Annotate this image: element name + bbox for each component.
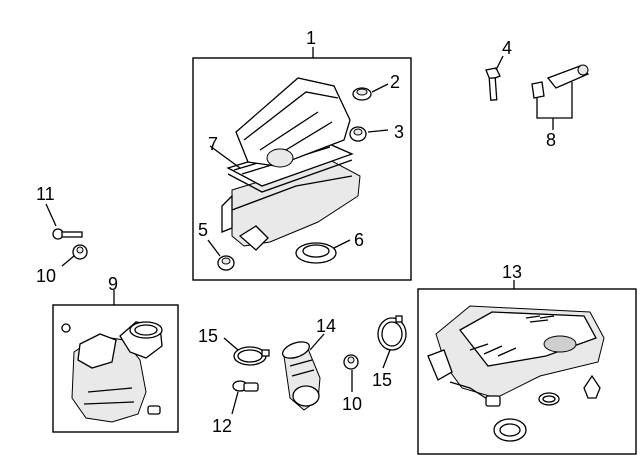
air-cleaner-assembly [221, 77, 361, 251]
callout-13: 13 [502, 262, 522, 282]
group-box-13 [417, 288, 637, 455]
callout-3: 3 [394, 122, 404, 142]
part-13-air-cleaner [427, 305, 605, 442]
callout-15-right: 15 [372, 370, 392, 390]
callout-10-center: 10 [342, 394, 362, 414]
callout-8: 8 [546, 130, 556, 150]
callout-9: 9 [108, 274, 118, 294]
callout-15-left: 15 [198, 326, 218, 346]
part-9-intake-duct [61, 321, 163, 423]
part-11-bolt [52, 228, 83, 240]
part-2-clip [352, 87, 372, 101]
part-10-grommet-center [343, 354, 359, 370]
callout-12: 12 [212, 416, 232, 436]
callout-7: 7 [208, 134, 218, 154]
callout-4: 4 [502, 38, 512, 58]
callout-11: 11 [36, 184, 55, 204]
group-box-9 [52, 304, 179, 433]
leader-lines [45, 47, 573, 415]
callout-14: 14 [316, 316, 336, 336]
part-3-grommet [349, 126, 367, 142]
part-14-hose [281, 341, 321, 411]
callout-5: 5 [198, 220, 208, 240]
part-12-clip [232, 380, 259, 392]
part-5-grommet [217, 255, 235, 271]
part-15-clamp-left [233, 346, 270, 366]
part-15-clamp-right [377, 315, 407, 351]
part-6-seal [295, 242, 337, 264]
callout-2: 2 [390, 72, 400, 92]
callout-10-left: 10 [36, 266, 56, 286]
callout-1: 1 [306, 28, 316, 48]
callout-6: 6 [354, 230, 364, 250]
part-4-bolt [485, 67, 501, 101]
group-box-1 [192, 57, 412, 281]
part-8-sensor [531, 64, 590, 99]
part-10-grommet-left [72, 244, 88, 260]
